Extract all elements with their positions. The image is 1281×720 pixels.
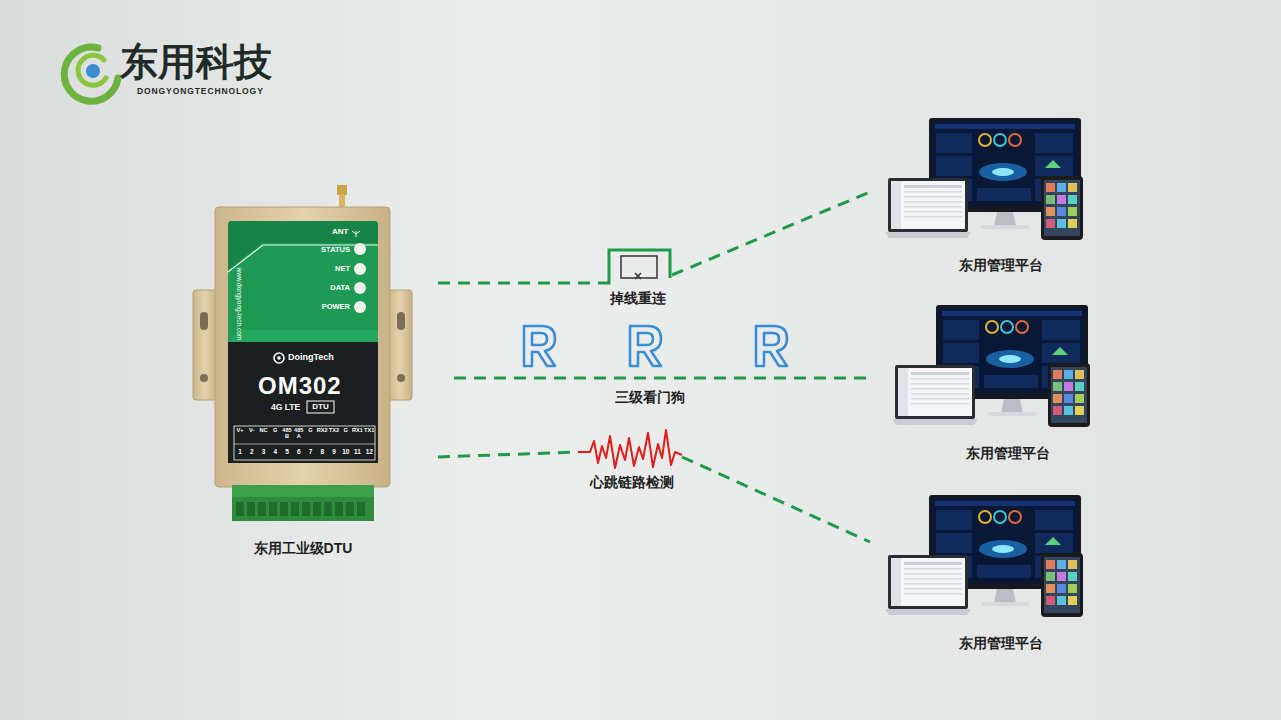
dashed-link-line <box>438 452 870 542</box>
network-type: 4G LTE <box>271 402 300 412</box>
led-name: POWER <box>300 302 350 311</box>
brand-subtitle: DONGYONGTECHNOLOGY <box>137 86 264 96</box>
brand-mark-text: DoingTech <box>288 352 334 363</box>
node-label: 东用管理平台 <box>959 635 1043 652</box>
dashed-link-line <box>438 192 870 283</box>
pin-number: 9 <box>329 448 340 456</box>
model-number: OM302 <box>258 372 342 401</box>
platform-screens <box>885 118 1090 617</box>
pin-number: 10 <box>340 448 351 456</box>
pin-name: G <box>340 428 351 434</box>
pin-number: 11 <box>352 448 363 456</box>
dashed-link-line <box>454 377 870 380</box>
link-label: 三级看门狗 <box>613 389 687 406</box>
pin-number: 5 <box>282 448 293 456</box>
pin-number: 3 <box>258 448 269 456</box>
heartbeat-wave <box>578 430 682 468</box>
pin-name: G <box>270 428 281 434</box>
pin-name: TX1 <box>364 428 375 434</box>
pin-name: 485A <box>293 428 304 439</box>
link-label: 掉线重连 <box>608 290 668 307</box>
port-name: ANT <box>332 227 348 237</box>
led-name: STATUS <box>300 245 350 254</box>
pin-name: RX2 <box>317 428 328 434</box>
node-label: 东用管理平台 <box>966 445 1050 462</box>
website-text: www.dongyong-tech.com <box>235 259 243 349</box>
node-label: 东用工业级DTU <box>254 540 353 557</box>
pin-name: V- <box>246 428 257 434</box>
pin-number: 4 <box>270 448 281 456</box>
pin-number: 1 <box>235 448 246 456</box>
led-name: NET <box>300 264 350 273</box>
pin-name: RX1 <box>352 428 363 434</box>
pin-number: 2 <box>246 448 257 456</box>
platform-node: 东用管理平台 <box>870 490 1095 660</box>
device-type: DTU <box>307 402 334 412</box>
pin-name: G <box>305 428 316 434</box>
led-name: DATA <box>300 283 350 292</box>
dtu-device <box>193 185 412 521</box>
dashed-link <box>438 452 870 542</box>
pin-number: 12 <box>364 448 375 456</box>
platform-node: 东用管理平台 <box>870 112 1095 282</box>
dashed-link <box>438 192 870 283</box>
pin-name: TX2 <box>329 428 340 434</box>
logo-mark <box>64 47 118 101</box>
node-label: 东用管理平台 <box>959 257 1043 274</box>
pin-name: NC <box>258 428 269 434</box>
pin-number: 7 <box>305 448 316 456</box>
reconnect-icon <box>600 250 670 283</box>
pin-number: 6 <box>293 448 304 456</box>
brand-name: 东用科技 <box>120 40 272 86</box>
watchdog-icons <box>524 326 787 366</box>
pin-number: 8 <box>317 448 328 456</box>
platform-node: 东用管理平台 <box>870 300 1095 470</box>
pin-name: V+ <box>235 428 246 434</box>
dashed-link <box>454 378 870 379</box>
pin-name: 485B <box>282 428 293 439</box>
link-label: 心跳链路检测 <box>588 474 676 491</box>
